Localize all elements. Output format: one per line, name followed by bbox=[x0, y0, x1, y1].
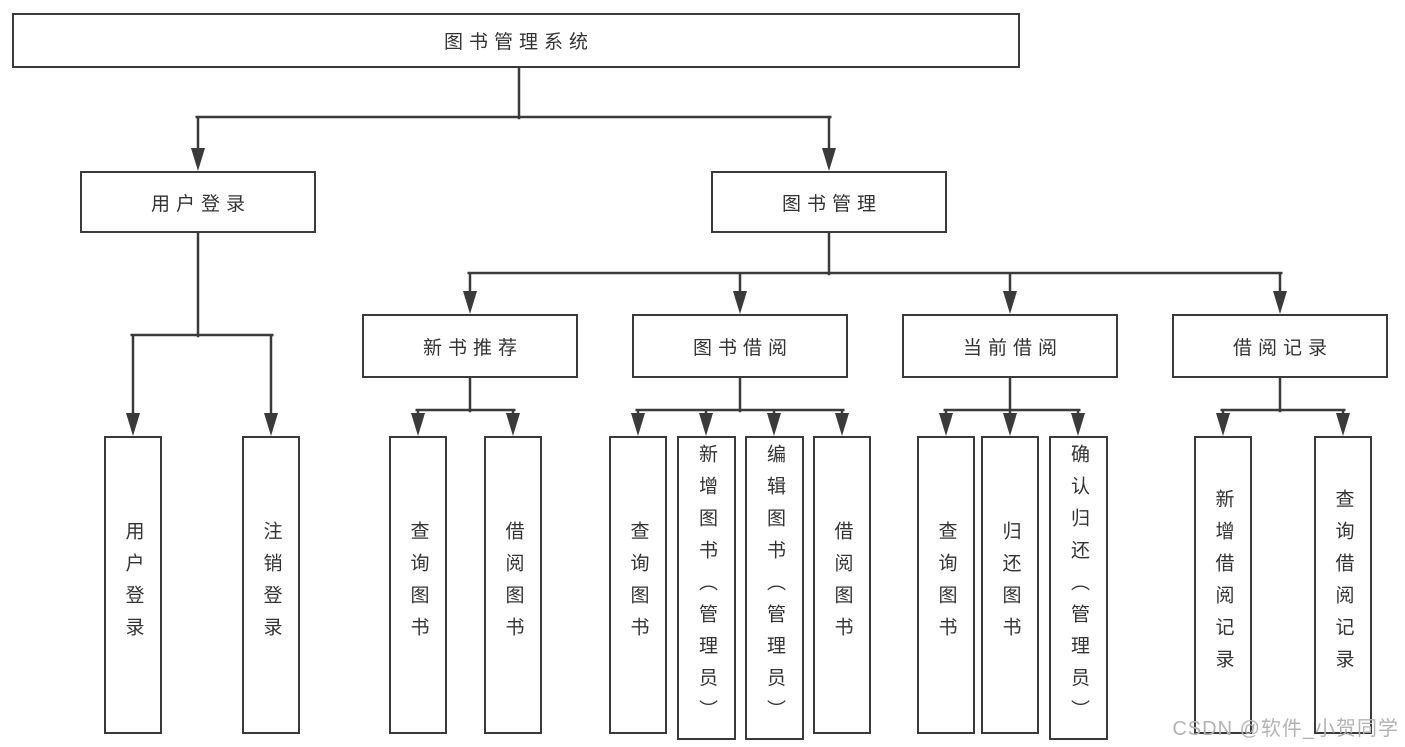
leaf-newrec-borrow-books: 借阅图书 bbox=[484, 436, 542, 734]
leaf-borrowing-borrow-books-label: 借阅图书 bbox=[831, 521, 853, 649]
leaf-current-confirm-return-admin: 确认归还（管理员） bbox=[1049, 436, 1108, 740]
node-borrowing-records-label: 借阅记录 bbox=[1232, 337, 1333, 359]
node-current-borrowing-label: 当前借阅 bbox=[962, 337, 1063, 359]
leaf-borrowing-query-books-label: 查询图书 bbox=[627, 521, 649, 649]
leaf-records-add-borrow-record-label: 新增借阅记录 bbox=[1212, 489, 1234, 681]
leaf-current-return-books: 归还图书 bbox=[981, 436, 1039, 734]
leaf-records-query-borrow-record: 查询借阅记录 bbox=[1314, 436, 1372, 734]
node-book-borrowing: 图书借阅 bbox=[632, 314, 848, 378]
leaf-current-confirm-return-admin-label: 确认归还（管理员） bbox=[1068, 444, 1089, 732]
leaf-user-login: 用户登录 bbox=[104, 436, 162, 734]
leaf-logout: 注销登录 bbox=[242, 436, 300, 734]
node-library-system-label: 图书管理系统 bbox=[443, 32, 594, 53]
node-new-book-recommend: 新书推荐 bbox=[362, 314, 578, 378]
leaf-current-query-books-label: 查询图书 bbox=[935, 521, 957, 649]
leaf-borrowing-edit-books-admin-label: 编辑图书（管理员） bbox=[764, 444, 785, 732]
leaf-user-login-label: 用户登录 bbox=[122, 521, 144, 649]
node-book-borrowing-label: 图书借阅 bbox=[692, 337, 793, 359]
csdn-watermark: CSDN @软件_小贺同学 bbox=[1172, 718, 1399, 740]
node-user-login: 用户登录 bbox=[80, 171, 316, 233]
node-current-borrowing: 当前借阅 bbox=[902, 314, 1118, 378]
leaf-borrowing-query-books: 查询图书 bbox=[609, 436, 667, 734]
node-book-management: 图书管理 bbox=[711, 171, 947, 233]
leaf-current-return-books-label: 归还图书 bbox=[999, 521, 1021, 649]
leaf-borrowing-edit-books-admin: 编辑图书（管理员） bbox=[745, 436, 804, 740]
node-book-management-label: 图书管理 bbox=[781, 193, 882, 215]
leaf-borrowing-borrow-books: 借阅图书 bbox=[813, 436, 871, 734]
leaf-records-query-borrow-record-label: 查询借阅记录 bbox=[1332, 489, 1354, 681]
leaf-logout-label: 注销登录 bbox=[260, 521, 282, 649]
leaf-borrowing-add-books-admin-label: 新增图书（管理员） bbox=[696, 444, 717, 732]
node-borrowing-records: 借阅记录 bbox=[1172, 314, 1388, 378]
leaf-newrec-query-books-label: 查询图书 bbox=[407, 521, 429, 649]
node-library-system: 图书管理系统 bbox=[12, 13, 1020, 68]
leaf-records-add-borrow-record: 新增借阅记录 bbox=[1194, 436, 1252, 734]
leaf-current-query-books: 查询图书 bbox=[917, 436, 975, 734]
leaf-newrec-query-books: 查询图书 bbox=[389, 436, 447, 734]
node-user-login-label: 用户登录 bbox=[150, 193, 251, 215]
leaf-newrec-borrow-books-label: 借阅图书 bbox=[502, 521, 524, 649]
leaf-borrowing-add-books-admin: 新增图书（管理员） bbox=[677, 436, 736, 740]
node-new-book-recommend-label: 新书推荐 bbox=[422, 337, 523, 359]
